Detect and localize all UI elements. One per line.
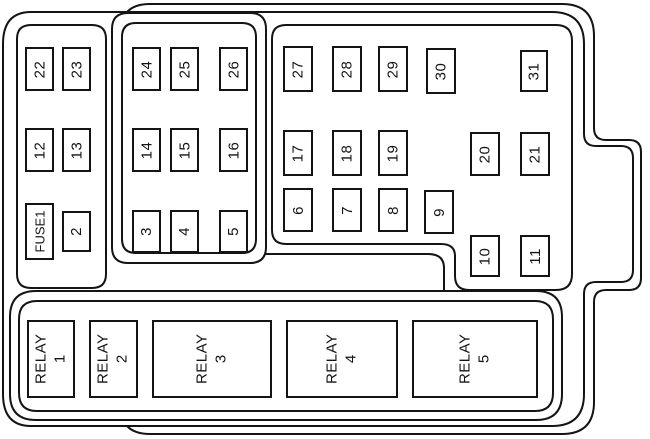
- fuse-30: 30: [426, 48, 456, 94]
- fuse-fuse1-label: FUSE1: [32, 210, 47, 253]
- fuse-12: 12: [25, 128, 54, 172]
- fuse-23-label: 23: [68, 60, 85, 78]
- fuse-8-label: 8: [384, 205, 402, 215]
- fuse-7: 7: [332, 188, 362, 232]
- fuse-29: 29: [378, 46, 408, 92]
- fuse-13-label: 13: [68, 141, 85, 159]
- fuse-19: 19: [378, 130, 408, 176]
- fuse-10-label: 10: [476, 247, 494, 265]
- fuse-3-label: 3: [138, 227, 155, 236]
- fuse-11: 11: [520, 235, 550, 277]
- fuse-18-label: 18: [338, 144, 356, 162]
- fuse-17: 17: [283, 130, 313, 176]
- fuse-28-label: 28: [338, 60, 356, 78]
- fuse-3: 3: [132, 210, 161, 253]
- fuse-2: 2: [62, 211, 91, 252]
- fuse-7-label: 7: [338, 205, 356, 215]
- fuse-28: 28: [332, 46, 362, 92]
- fuse-9-label: 9: [430, 207, 448, 217]
- fuse-19-label: 19: [384, 144, 402, 162]
- fuse-25-label: 25: [176, 60, 193, 78]
- fuse-5: 5: [219, 210, 248, 253]
- fuse-31-label: 31: [525, 62, 543, 80]
- fuse-16-label: 16: [225, 141, 242, 159]
- fuse-6-label: 6: [289, 205, 307, 215]
- fuse-4-label: 4: [176, 227, 193, 236]
- fuse-27-label: 27: [289, 60, 307, 78]
- fuse-17-label: 17: [289, 144, 307, 162]
- fuse-16: 16: [219, 128, 248, 172]
- fuse-10: 10: [470, 235, 500, 277]
- fuse-14-label: 14: [138, 141, 155, 159]
- fuse-27: 27: [283, 46, 313, 92]
- fuse-24: 24: [132, 47, 161, 91]
- fuse-22: 22: [25, 47, 54, 91]
- fuse-20: 20: [470, 132, 500, 176]
- fuse-6: 6: [283, 188, 313, 232]
- fuse-21: 21: [520, 132, 550, 176]
- fuse-26: 26: [219, 47, 248, 91]
- fuse-21-label: 21: [526, 145, 544, 163]
- fuse-9: 9: [424, 190, 454, 234]
- fuse-31: 31: [520, 50, 548, 92]
- fuse-30-label: 30: [432, 62, 450, 80]
- fuse-25: 25: [170, 47, 199, 91]
- fuse-8: 8: [378, 188, 408, 232]
- fuse-18: 18: [332, 130, 362, 176]
- fuse-13: 13: [62, 128, 91, 172]
- fuse-15: 15: [170, 128, 199, 172]
- fuse-2-label: 2: [68, 227, 85, 236]
- fuse-fuse1: FUSE1: [25, 203, 54, 260]
- fuse-4: 4: [170, 210, 199, 253]
- fuse-24-label: 24: [138, 60, 155, 78]
- fuse-22-label: 22: [31, 60, 48, 78]
- fuse-20-label: 20: [476, 145, 494, 163]
- fuse-14: 14: [132, 128, 161, 172]
- fuse-5-label: 5: [225, 227, 242, 236]
- fuse-15-label: 15: [176, 141, 193, 159]
- fuse-29-label: 29: [384, 60, 402, 78]
- fuse-12-label: 12: [31, 141, 48, 159]
- fuse-26-label: 26: [225, 60, 242, 78]
- fuse-11-label: 11: [526, 247, 544, 265]
- fuse-23: 23: [62, 47, 91, 91]
